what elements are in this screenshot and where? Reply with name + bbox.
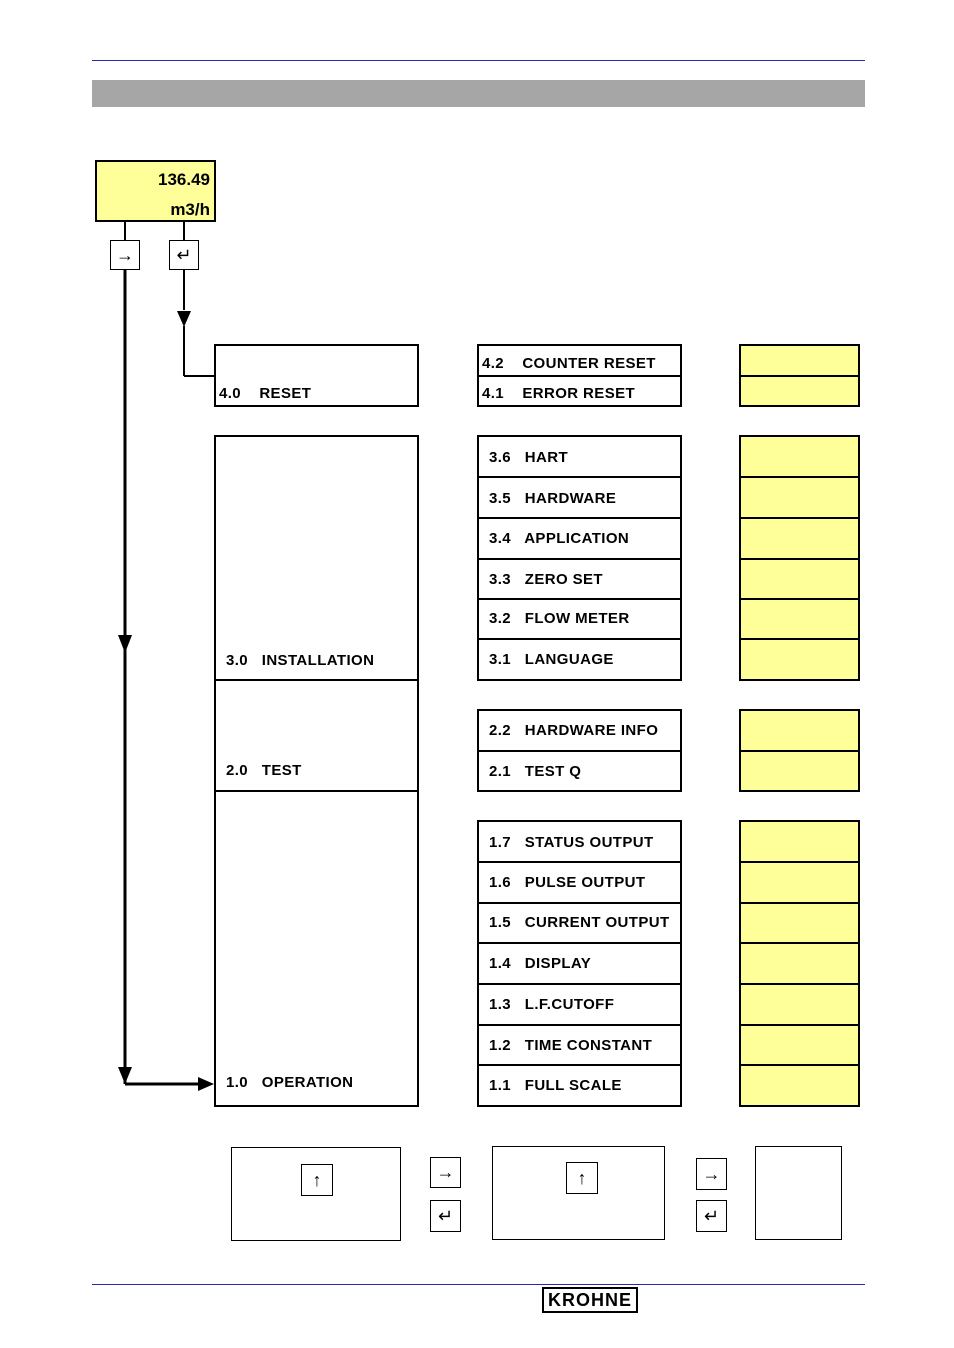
value-field[interactable] xyxy=(739,1024,860,1066)
value-field[interactable] xyxy=(739,558,860,600)
menu-item-label: 1.6 PULSE OUTPUT xyxy=(489,874,646,891)
menu-item-label: 1.2 TIME CONSTANT xyxy=(489,1037,653,1054)
section-reset[interactable]: 4.0 RESET xyxy=(214,344,419,407)
menu-item[interactable]: 3.6 HART xyxy=(477,435,682,478)
legend-box-3 xyxy=(755,1146,842,1240)
menu-item-label: 1.5 CURRENT OUTPUT xyxy=(489,914,670,931)
menu-item[interactable]: 4.1 ERROR RESET xyxy=(477,375,682,407)
cursor-key-icon[interactable]: → xyxy=(110,240,140,270)
menu-item-label: 3.4 APPLICATION xyxy=(489,530,630,547)
value-field[interactable] xyxy=(739,983,860,1026)
cursor-key-icon[interactable]: → xyxy=(696,1158,727,1190)
section-reset-label: 4.0 RESET xyxy=(219,385,312,402)
value-field[interactable] xyxy=(739,476,860,519)
display-unit: m3/h xyxy=(170,200,210,219)
top-rule xyxy=(92,60,865,61)
connector xyxy=(124,222,126,240)
menu-item[interactable]: 1.5 CURRENT OUTPUT xyxy=(477,902,682,944)
section-test-label: 2.0 TEST xyxy=(226,762,302,779)
value-field[interactable] xyxy=(739,435,860,478)
menu-item[interactable]: 1.1 FULL SCALE xyxy=(477,1064,682,1107)
menu-item-label: 1.7 STATUS OUTPUT xyxy=(489,834,654,851)
cursor-key-icon[interactable]: → xyxy=(430,1157,461,1188)
enter-key-icon[interactable]: ↵ xyxy=(169,240,199,270)
menu-item-label: 1.4 DISPLAY xyxy=(489,955,592,972)
legend-box-2: ↑ xyxy=(492,1146,665,1240)
up-key-icon[interactable]: ↑ xyxy=(566,1162,598,1194)
menu-item[interactable]: 1.2 TIME CONSTANT xyxy=(477,1024,682,1066)
enter-key-icon[interactable]: ↵ xyxy=(430,1200,461,1232)
value-field[interactable] xyxy=(739,942,860,985)
menu-item-label: 3.2 FLOW METER xyxy=(489,610,630,627)
value-field[interactable] xyxy=(739,709,860,752)
menu-item-label: 3.6 HART xyxy=(489,449,569,466)
menu-item-label: 3.5 HARDWARE xyxy=(489,490,617,507)
value-field[interactable] xyxy=(739,517,860,560)
value-field[interactable] xyxy=(739,861,860,904)
section-test[interactable]: 2.0 TEST xyxy=(214,679,419,792)
menu-item[interactable]: 3.5 HARDWARE xyxy=(477,476,682,519)
krohne-logo: KROHNE xyxy=(542,1287,638,1313)
arrow-head-installation xyxy=(118,635,132,653)
menu-item-label: 2.1 TEST Q xyxy=(489,763,582,780)
menu-item[interactable]: 4.2 COUNTER RESET xyxy=(477,344,682,377)
menu-item-label: 2.2 HARDWARE INFO xyxy=(489,722,659,739)
menu-item-label: 1.1 FULL SCALE xyxy=(489,1077,622,1094)
menu-item-label: 4.1 ERROR RESET xyxy=(482,385,636,402)
flow-display: 136.49 m3/h xyxy=(95,160,216,222)
value-field[interactable] xyxy=(739,902,860,944)
value-field[interactable] xyxy=(739,820,860,863)
section-operation-label: 1.0 OPERATION xyxy=(226,1074,354,1091)
arrow-head-reset xyxy=(177,311,191,327)
value-field[interactable] xyxy=(739,750,860,792)
section-installation-label: 3.0 INSTALLATION xyxy=(226,652,375,669)
value-field[interactable] xyxy=(739,638,860,681)
value-field[interactable] xyxy=(739,1064,860,1107)
menu-item[interactable]: 1.6 PULSE OUTPUT xyxy=(477,861,682,904)
menu-item[interactable]: 1.3 L.F.CUTOFF xyxy=(477,983,682,1026)
section-installation[interactable]: 3.0 INSTALLATION xyxy=(214,435,419,681)
arrow-head-operation xyxy=(198,1077,214,1091)
bottom-rule xyxy=(92,1284,865,1285)
value-field[interactable] xyxy=(739,375,860,407)
menu-item[interactable]: 2.1 TEST Q xyxy=(477,750,682,792)
connector xyxy=(183,222,185,240)
legend-box-1: ↑ xyxy=(231,1147,401,1241)
menu-item[interactable]: 1.7 STATUS OUTPUT xyxy=(477,820,682,863)
menu-item[interactable]: 1.4 DISPLAY xyxy=(477,942,682,985)
enter-key-icon[interactable]: ↵ xyxy=(696,1200,727,1232)
value-field[interactable] xyxy=(739,344,860,377)
menu-item[interactable]: 3.1 LANGUAGE xyxy=(477,638,682,681)
section-operation[interactable]: 1.0 OPERATION xyxy=(214,790,419,1107)
menu-item-label: 3.1 LANGUAGE xyxy=(489,651,614,668)
up-key-icon[interactable]: ↑ xyxy=(301,1164,333,1196)
arrow-head-down xyxy=(118,1067,132,1084)
menu-item[interactable]: 3.3 ZERO SET xyxy=(477,558,682,600)
menu-item[interactable]: 3.2 FLOW METER xyxy=(477,598,682,640)
menu-item-label: 4.2 COUNTER RESET xyxy=(482,355,656,372)
value-field[interactable] xyxy=(739,598,860,640)
menu-item-label: 1.3 L.F.CUTOFF xyxy=(489,996,615,1013)
menu-item[interactable]: 2.2 HARDWARE INFO xyxy=(477,709,682,752)
display-value: 136.49 xyxy=(158,170,210,189)
header-bar xyxy=(92,80,865,107)
menu-item-label: 3.3 ZERO SET xyxy=(489,571,603,588)
menu-item[interactable]: 3.4 APPLICATION xyxy=(477,517,682,560)
